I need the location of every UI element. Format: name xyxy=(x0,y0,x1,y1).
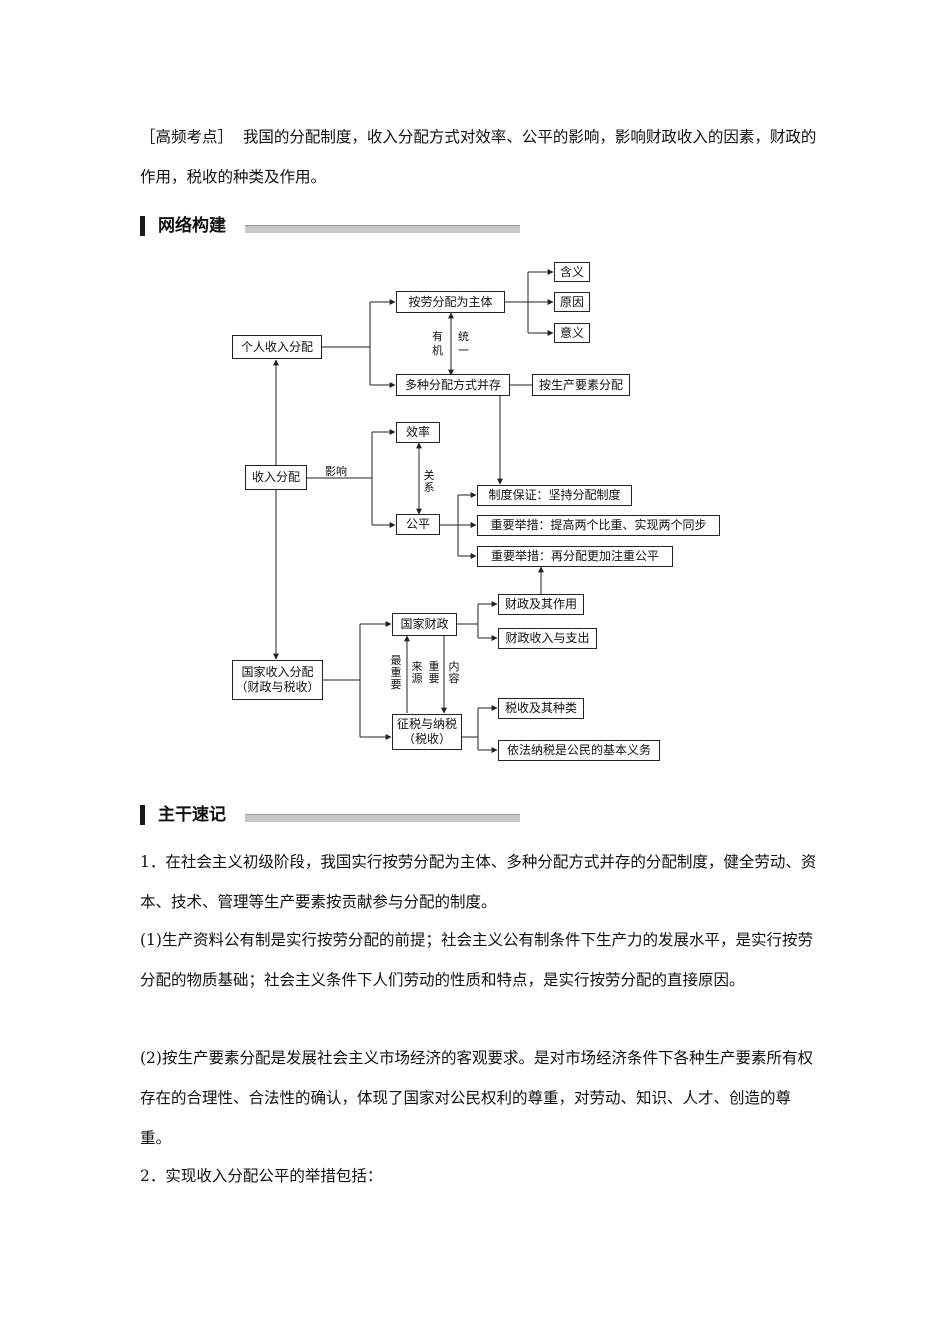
intro-paragraph: ［高频考点］ 我国的分配制度，收入分配方式对效率、公平的影响，影响财政收入的因素… xyxy=(140,117,820,197)
node-meaning: 含义 xyxy=(554,262,590,282)
label-important: 重要 xyxy=(428,660,440,685)
node-tax-line1: 征税与纳税 xyxy=(396,717,457,731)
node-tax-line2: （税收） xyxy=(402,732,451,746)
label-relation: 关系 xyxy=(423,469,435,494)
node-by-factors: 按生产要素分配 xyxy=(532,374,630,396)
node-finance-role: 财政及其作用 xyxy=(498,594,584,615)
node-system-guarantee: 制度保证：坚持分配制度 xyxy=(477,485,632,506)
node-income-distribution: 收入分配 xyxy=(245,465,307,490)
label-influence: 影响 xyxy=(325,465,347,478)
body-paragraph-2: (1)生产资料公有制是实行按劳分配的前提；社会主义公有制条件下生产力的发展水平，… xyxy=(140,931,813,989)
node-multiple-forms: 多种分配方式并存 xyxy=(396,374,510,396)
label-source: 来源 xyxy=(411,660,423,685)
node-national-line2: （财政与税收） xyxy=(235,680,320,694)
section-summary-heading: 主干速记 xyxy=(140,803,540,827)
label-content: 内容 xyxy=(448,660,460,685)
body-paragraph-1: 1．在社会主义初级阶段，我国实行按劳分配为主体、多种分配方式并存的分配制度，健全… xyxy=(140,853,817,911)
node-reason: 原因 xyxy=(554,292,590,312)
node-national-distribution: 国家收入分配 （财政与税收） xyxy=(232,660,323,700)
section-title: 网络构建 xyxy=(158,216,226,236)
heading-bar-icon xyxy=(140,805,145,825)
heading-rule xyxy=(245,225,520,233)
node-national-finance: 国家财政 xyxy=(392,613,457,636)
section-network-heading: 网络构建 xyxy=(140,214,540,238)
node-measure-1: 重要举措：提高两个比重、实现两个同步 xyxy=(477,515,720,536)
label-unified: 统一 xyxy=(458,330,469,357)
body-paragraph-3: (2)按生产要素分配是发展社会主义市场经济的客观要求。是对市场经济条件下各种生产… xyxy=(140,1049,813,1147)
label-organic: 有机 xyxy=(432,330,443,357)
node-tax-duty: 依法纳税是公民的基本义务 xyxy=(498,740,660,761)
heading-bar-icon xyxy=(140,216,145,236)
section-title: 主干速记 xyxy=(158,805,226,825)
node-national-line1: 国家收入分配 xyxy=(241,665,314,679)
node-tax-types: 税收及其种类 xyxy=(498,698,584,719)
node-labor-main: 按劳分配为主体 xyxy=(396,291,505,313)
concept-map-lines xyxy=(273,269,554,753)
node-finance-income: 财政收入与支出 xyxy=(498,628,597,649)
node-taxation: 征税与纳税 （税收） xyxy=(392,714,462,750)
high-frequency-tag: ［高频考点］ xyxy=(140,128,234,146)
heading-rule xyxy=(245,814,520,822)
node-significance: 意义 xyxy=(554,323,590,343)
label-most-important: 最重要 xyxy=(390,654,402,691)
node-fairness: 公平 xyxy=(396,514,440,535)
node-personal-distribution: 个人收入分配 xyxy=(232,335,322,359)
intro-text: 我国的分配制度，收入分配方式对效率、公平的影响，影响财政收入的因素，财政的作用，… xyxy=(140,128,817,186)
body-paragraph-4: 2．实现收入分配公平的举措包括： xyxy=(140,1167,383,1185)
node-measure-2: 重要举措：再分配更加注重公平 xyxy=(477,546,673,567)
node-efficiency: 效率 xyxy=(396,422,440,443)
